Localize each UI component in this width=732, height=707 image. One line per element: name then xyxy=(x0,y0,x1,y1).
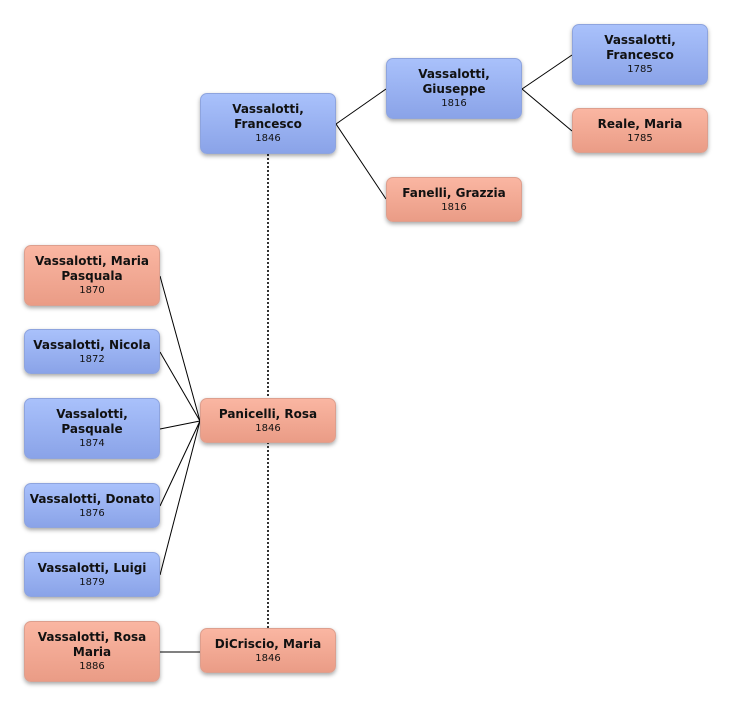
person-year: 1846 xyxy=(255,652,281,664)
person-year: 1785 xyxy=(627,132,653,144)
person-card-luigi[interactable]: Vassalotti, Luigi 1879 xyxy=(24,552,160,597)
person-year: 1886 xyxy=(79,661,105,672)
person-year: 1816 xyxy=(441,201,467,213)
person-name: DiCriscio, Maria xyxy=(214,636,322,651)
person-year: 1876 xyxy=(79,507,105,519)
person-card-pasquale[interactable]: Vassalotti, Pasquale 1874 xyxy=(24,398,160,459)
person-name: Reale, Maria xyxy=(597,116,683,131)
person-year: 1874 xyxy=(79,438,105,449)
person-name: Vassalotti, Giuseppe xyxy=(418,67,490,96)
person-card-grazzia-fanelli[interactable]: Fanelli, Grazzia 1816 xyxy=(386,177,522,222)
person-name: Fanelli, Grazzia xyxy=(402,185,506,200)
connector-line xyxy=(159,420,201,507)
connector-line xyxy=(159,420,201,430)
connector-line xyxy=(159,420,201,576)
connector-line xyxy=(521,88,573,132)
person-name: Vassalotti, Maria Pasquala xyxy=(35,254,149,283)
person-name: Vassalotti, Donato xyxy=(29,491,155,506)
person-card-maria-reale[interactable]: Reale, Maria 1785 xyxy=(572,108,708,153)
person-name: Vassalotti, Francesco xyxy=(232,102,304,131)
person-year: 1846 xyxy=(255,422,281,434)
person-year: 1816 xyxy=(441,98,467,109)
person-card-maria-pasquala[interactable]: Vassalotti, Maria Pasquala 1870 xyxy=(24,245,160,306)
connector-line xyxy=(159,351,201,422)
person-card-nicola[interactable]: Vassalotti, Nicola 1872 xyxy=(24,329,160,374)
person-name: Vassalotti, Rosa Maria xyxy=(37,630,147,659)
person-name: Vassalotti, Francesco xyxy=(604,33,676,62)
person-year: 1879 xyxy=(79,576,105,588)
person-name: Vassalotti, Nicola xyxy=(33,337,151,352)
connector-line xyxy=(159,275,201,422)
person-card-maria-dicriscio[interactable]: DiCriscio, Maria 1846 xyxy=(200,628,336,673)
person-year: 1870 xyxy=(79,285,105,296)
person-year: 1872 xyxy=(79,353,105,365)
connector-line xyxy=(335,123,387,200)
person-name: Vassalotti, Luigi xyxy=(37,560,147,575)
person-year: 1785 xyxy=(627,64,653,75)
person-card-francesco-1785[interactable]: Vassalotti, Francesco 1785 xyxy=(572,24,708,85)
person-year: 1846 xyxy=(255,133,281,144)
person-card-giuseppe-1816[interactable]: Vassalotti, Giuseppe 1816 xyxy=(386,58,522,119)
person-card-francesco-1846[interactable]: Vassalotti, Francesco 1846 xyxy=(200,93,336,154)
connector-line xyxy=(335,88,387,125)
person-card-rosa-panicelli[interactable]: Panicelli, Rosa 1846 xyxy=(200,398,336,443)
person-card-rosa-maria[interactable]: Vassalotti, Rosa Maria 1886 xyxy=(24,621,160,682)
person-card-donato[interactable]: Vassalotti, Donato 1876 xyxy=(24,483,160,528)
person-name: Panicelli, Rosa xyxy=(218,406,318,421)
person-name: Vassalotti, Pasquale xyxy=(56,407,128,436)
connector-line xyxy=(521,54,573,90)
